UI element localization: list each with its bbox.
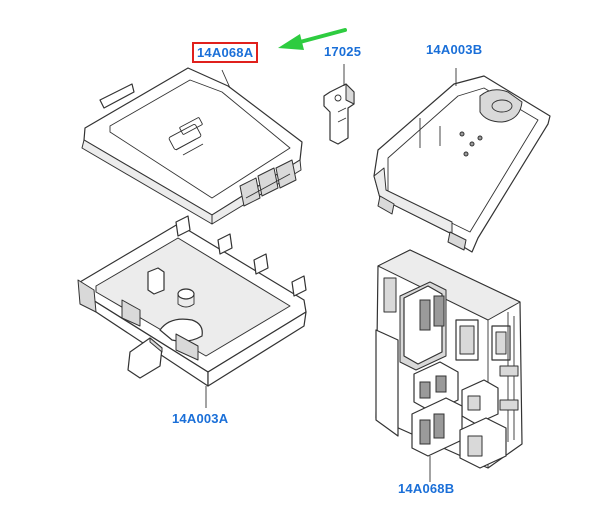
upper-housing-drawing	[373, 68, 551, 253]
part-label-upper-housing[interactable]: 14A003B	[426, 42, 483, 57]
fuse-box-body-drawing	[375, 249, 523, 482]
lower-housing-tray-drawing	[77, 215, 307, 408]
part-label-cover[interactable]: 14A068A	[192, 42, 259, 63]
fuse-box-cover-drawing	[81, 67, 303, 225]
part-label-lower-housing[interactable]: 14A003A	[172, 411, 229, 426]
part-label-clip[interactable]: 17025	[324, 44, 362, 59]
clip-drawing	[323, 64, 355, 145]
pointer-arrow-icon	[278, 28, 347, 50]
part-label-fuse-box-body[interactable]: 14A068B	[398, 481, 455, 496]
